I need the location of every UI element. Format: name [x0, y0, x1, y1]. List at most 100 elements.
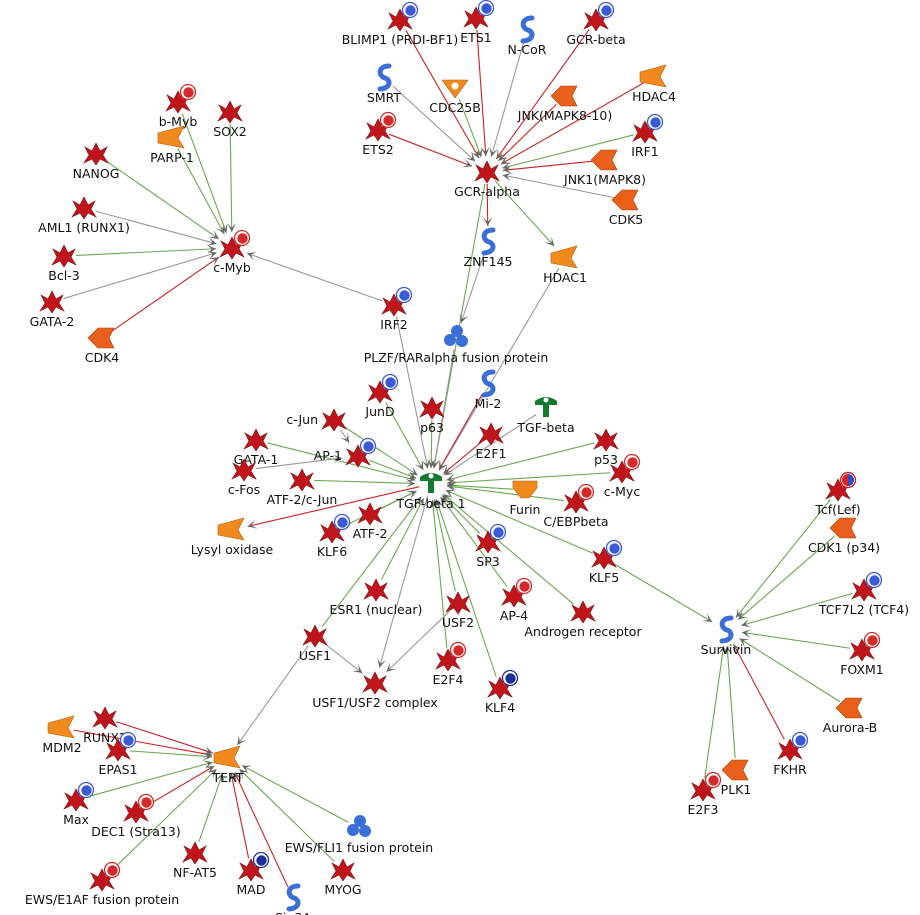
node-label: DEC1 (Stra13) [91, 824, 180, 839]
node-plk1[interactable]: PLK1 [721, 759, 752, 797]
status-badge-icon [791, 731, 809, 749]
node-blimp1[interactable]: BLIMP1 (PRDI-BF1) [342, 1, 459, 48]
node-cfos[interactable]: c-Fos [228, 458, 260, 497]
status-badge-icon [449, 641, 467, 659]
edge-usf1-usfcomplex [324, 642, 363, 674]
node-label: IRF1 [631, 144, 659, 159]
node-znf145[interactable]: ZNF145 [464, 227, 513, 269]
node-label: Survivin [701, 642, 752, 657]
node-ets2[interactable]: ETS2 [362, 111, 397, 158]
node-label: JNK1(MAPK8) [563, 172, 646, 187]
node-nanog[interactable]: NANOG [73, 142, 120, 181]
node-androgen[interactable]: Androgen receptor [524, 600, 642, 639]
node-tcf7l2[interactable]: TCF7L2 (TCF4) [818, 571, 909, 618]
node-e2f1[interactable]: E2F1 [476, 422, 507, 461]
node-jnk[interactable]: JNK(MAPK8-10) [517, 85, 612, 123]
node-jund[interactable]: JunD [364, 373, 399, 420]
node-usf1[interactable]: USF1 [299, 624, 331, 663]
node-tgfbeta[interactable]: TGF-beta [516, 397, 575, 435]
node-gcralpha[interactable]: GCR-alpha [454, 160, 520, 199]
node-smrt[interactable]: SMRT [367, 63, 401, 105]
node-klf5[interactable]: KLF5 [589, 539, 623, 586]
node-hdac4[interactable]: HDAC4 [632, 64, 676, 104]
node-myog[interactable]: MYOG [324, 858, 362, 897]
node-aml1[interactable]: AML1 (RUNX1) [38, 196, 130, 235]
node-cmyc[interactable]: c-Myc [604, 453, 641, 500]
node-label: MDM2 [42, 740, 81, 755]
node-bmyb[interactable]: b-Myb [159, 83, 198, 130]
node-bcl3[interactable]: Bcl-3 [48, 244, 80, 283]
node-esr1[interactable]: ESR1 (nuclear) [330, 578, 423, 617]
node-gata2[interactable]: GATA-2 [30, 290, 75, 329]
node-hdac1[interactable]: HDAC1 [543, 245, 587, 285]
node-label: GATA-2 [30, 314, 75, 329]
node-plzf[interactable]: PLZF/RARalpha fusion protein [364, 325, 549, 365]
node-sin3a[interactable]: Sin3A [275, 883, 311, 915]
node-cdk1[interactable]: CDK1 (p34) [808, 517, 880, 555]
receptor-ligand-icon [535, 397, 557, 417]
node-ets1[interactable]: ETS1 [460, 0, 495, 46]
status-badge-icon [489, 523, 507, 541]
node-atf2cjun[interactable]: ATF-2/c-Jun [267, 468, 338, 507]
status-badge-icon [119, 731, 137, 749]
node-label: GCR-beta [566, 32, 625, 47]
edge-cdk1-survivin [737, 535, 836, 620]
node-label: KLF5 [589, 570, 619, 585]
edge-irf2-cmyb [246, 252, 383, 302]
node-usf2[interactable]: USF2 [442, 591, 474, 630]
node-ap4[interactable]: AP-4 [500, 577, 533, 624]
node-p63[interactable]: p63 [419, 396, 445, 435]
node-epas1[interactable]: EPAS1 [98, 731, 138, 778]
node-dec1[interactable]: DEC1 (Stra13) [91, 793, 181, 840]
node-gcrbeta[interactable]: GCR-beta [566, 1, 626, 48]
node-max[interactable]: Max [63, 781, 95, 828]
node-tgfb1[interactable]: TGF-beta 1 [395, 473, 466, 511]
node-gata1[interactable]: GATA-1 [234, 428, 279, 467]
node-ap1[interactable]: AP-1 [314, 437, 377, 468]
node-p53[interactable]: p53 [593, 428, 619, 467]
node-foxm1[interactable]: FOXM1 [840, 631, 884, 678]
node-cdk4[interactable]: CDK4 [85, 327, 120, 365]
node-tcflef[interactable]: Tcf(Lef) [814, 471, 861, 518]
node-klf4[interactable]: KLF4 [485, 669, 519, 716]
node-cebpb[interactable]: C/EBPbeta [543, 483, 609, 530]
node-furin[interactable]: Furin [510, 480, 541, 517]
node-atf2[interactable]: ATF-2 [353, 502, 388, 541]
node-e2f4[interactable]: E2F4 [433, 641, 467, 688]
node-irf2[interactable]: IRF2 [380, 286, 413, 333]
node-jnk1[interactable]: JNK1(MAPK8) [563, 149, 646, 187]
node-sp3[interactable]: SP3 [475, 523, 507, 570]
node-survivin[interactable]: Survivin [701, 615, 752, 657]
kinase-icon [721, 759, 749, 781]
node-klf6[interactable]: KLF6 [317, 513, 351, 560]
node-aurorab[interactable]: Aurora-B [823, 697, 877, 735]
node-mi2[interactable]: Mi-2 [475, 369, 502, 411]
node-lysyl[interactable]: Lysyl oxidase [191, 517, 274, 557]
node-usfcomplex[interactable]: USF1/USF2 complex [312, 671, 438, 710]
node-fkhr[interactable]: FKHR [773, 731, 809, 778]
node-cdc25b[interactable]: CDC25B [429, 79, 481, 115]
edge-usf1-tgfb1 [321, 496, 422, 627]
node-parp1[interactable]: PARP-1 [150, 125, 194, 165]
node-label: Aurora-B [823, 720, 877, 735]
edge-cdk5-gcralpha [502, 172, 615, 199]
edge-sin3a-tert [234, 772, 289, 888]
node-sox2[interactable]: SOX2 [213, 100, 247, 139]
node-ncor[interactable]: N-CoR [508, 15, 547, 57]
node-e2f3[interactable]: E2F3 [688, 771, 722, 818]
node-cmyb[interactable]: c-Myb [213, 229, 251, 276]
node-cjun[interactable]: c-Jun [286, 408, 347, 432]
edge-e2f3-survivin [704, 645, 727, 779]
node-runx2[interactable]: RUNX2 [83, 706, 127, 745]
node-nfat5[interactable]: NF-AT5 [173, 841, 217, 880]
node-label: c-Myb [213, 260, 251, 275]
node-cdk5[interactable]: CDK5 [609, 189, 644, 227]
node-ewsfli1[interactable]: EWS/FLI1 fusion protein [285, 815, 433, 855]
node-mdm2[interactable]: MDM2 [42, 715, 82, 755]
edge-dec1-tert [146, 765, 215, 807]
node-irf1[interactable]: IRF1 [631, 113, 664, 160]
node-tert[interactable]: TERT [212, 745, 244, 785]
node-mad[interactable]: MAD [237, 851, 270, 898]
node-ewse1af[interactable]: EWS/E1AF fusion protein [25, 861, 179, 908]
status-badge-icon [704, 771, 722, 789]
